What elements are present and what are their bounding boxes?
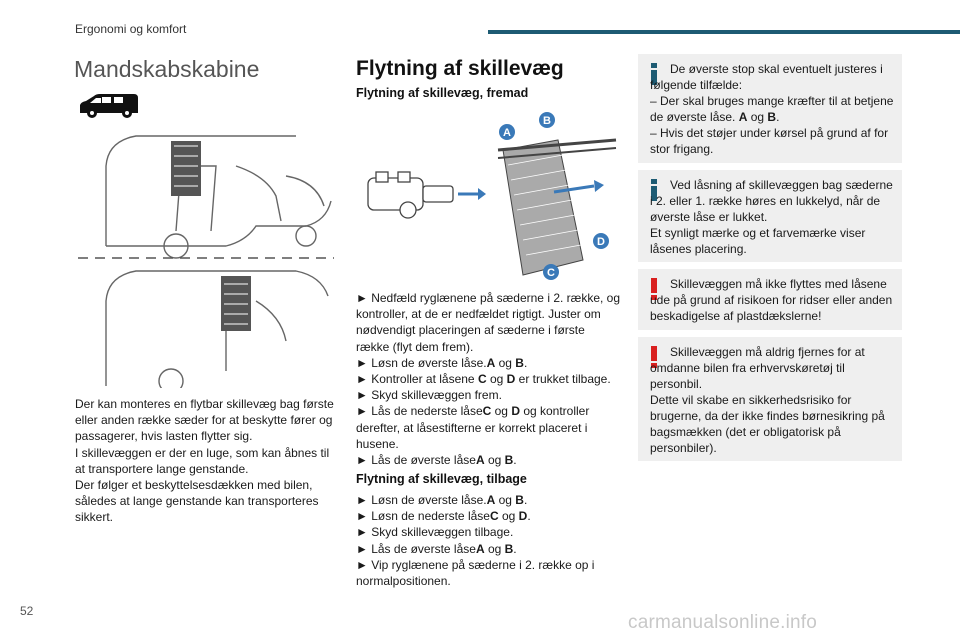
step: ► Vip ryglænene på sæderne i 2. række op… — [356, 557, 595, 589]
step: ► Kontroller at låsene C og D er trukket… — [356, 372, 611, 387]
page-title: Mandskabskabine — [74, 56, 260, 82]
step: ► Lås de øverste låseA og B. — [356, 541, 517, 556]
page-number: 52 — [20, 604, 34, 618]
header-accent-bar — [488, 30, 960, 34]
back-steps: ► Løsn de øverste låse.A og B. ► Løsn de… — [356, 492, 621, 589]
step: ► Lås de øverste låseA og B. — [356, 453, 517, 468]
step: ► Lås de nederste låseC og D og kontroll… — [356, 404, 590, 451]
lock-d-label: D — [597, 236, 605, 248]
lock-a-label: A — [503, 127, 511, 139]
van-silhouette-icon — [80, 94, 138, 118]
subtitle-back: Flytning af skillevæg, tilbage — [356, 472, 527, 486]
cabin-illustration — [78, 135, 334, 388]
step: ► Nedfæld ryglænene på sæderne i 2. rækk… — [356, 291, 621, 354]
info-icon — [651, 63, 657, 85]
intro-paragraph: Der følger et beskyttelsesdækken med bil… — [75, 478, 319, 525]
info-icon — [651, 179, 657, 201]
info-note-adjust-stops: De øverste stop skal eventuelt justeres … — [638, 54, 902, 163]
warning-icon — [651, 278, 657, 300]
step: ► Løsn de øverste låse.A og B. — [356, 355, 528, 370]
intro-paragraph: I skillevæggen er der en luge, som kan å… — [75, 445, 330, 476]
running-header: Ergonomi og komfort — [75, 22, 187, 36]
lock-b-label: B — [543, 115, 551, 127]
warning-note-never-remove: Skillevæggen må aldrig fjernes for at om… — [638, 337, 902, 461]
warning-icon — [651, 346, 657, 368]
watermark: carmanualsonline.info — [628, 612, 818, 633]
info-note-locking-sound: Ved låsning af skillevæggen bag sæderne … — [638, 170, 902, 262]
step: ► Løsn de øverste låse.A og B. — [356, 493, 528, 507]
intro-text: Der kan monteres en flytbar skillevæg ba… — [75, 396, 337, 526]
subtitle-forward: Flytning af skillevæg, fremad — [356, 86, 529, 100]
lock-c-label: C — [547, 267, 555, 279]
step: ► Skyd skillevæggen frem. — [356, 388, 502, 403]
intro-paragraph: Der kan monteres en flytbar skillevæg ba… — [75, 397, 334, 444]
step: ► Løsn de nederste låseC og D. — [356, 509, 531, 524]
forward-steps: ► Nedfæld ryglænene på sæderne i 2. rækk… — [356, 290, 621, 468]
section-title: Flytning af skillevæg — [356, 57, 564, 80]
step: ► Skyd skillevæggen tilbage. — [356, 525, 514, 540]
partition-lock-illustration: A B D C — [367, 112, 617, 280]
warning-note-locks-out: Skillevæggen må ikke flyttes med låsene … — [638, 269, 902, 330]
